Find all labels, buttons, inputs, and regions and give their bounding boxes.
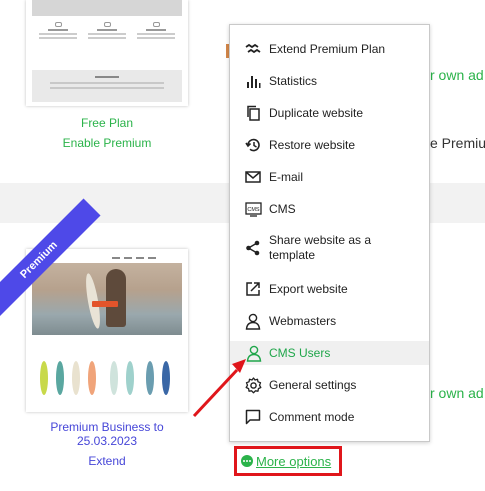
menu-item-label: General settings (269, 377, 357, 392)
envelope-icon (244, 168, 262, 186)
menu-item-general-settings[interactable]: General settings (230, 375, 429, 395)
dots-icon (241, 455, 253, 467)
menu-item-comment-mode[interactable]: Comment mode (230, 407, 429, 427)
thumbnail-header-image (32, 0, 182, 16)
menu-item-cms[interactable]: CMS CMS (230, 199, 429, 219)
menu-item-email[interactable]: E-mail (230, 167, 429, 187)
users-icon (244, 344, 262, 362)
menu-item-share-website-as-template[interactable]: Share website as a template (230, 231, 429, 265)
menu-item-restore-website[interactable]: Restore website (230, 135, 429, 155)
bg-text: r own ad (430, 67, 484, 83)
menu-item-label: Extend Premium Plan (269, 41, 386, 56)
menu-item-label: Statistics (269, 73, 318, 88)
plan-name: Free Plan (80, 116, 134, 130)
menu-item-duplicate-website[interactable]: Duplicate website (230, 103, 429, 123)
menu-item-label: Export website (269, 281, 348, 296)
menu-item-label: CMS (269, 201, 296, 216)
user-icon (244, 312, 262, 330)
menu-item-label: Duplicate website (269, 105, 364, 120)
more-options-label: More options (256, 453, 332, 469)
menu-item-label: Restore website (269, 137, 356, 152)
menu-item-label: CMS Users (269, 345, 331, 360)
thumbnail-products (38, 361, 178, 397)
menu-item-label: E-mail (269, 169, 304, 184)
website-thumbnail-premium[interactable] (26, 249, 188, 412)
bar-chart-icon (244, 72, 262, 90)
svg-text:CMS: CMS (247, 207, 260, 213)
copy-icon (244, 104, 262, 122)
menu-item-statistics[interactable]: Statistics (230, 71, 429, 91)
menu-item-export-website[interactable]: Export website (230, 279, 429, 299)
comment-icon (244, 408, 262, 426)
enable-premium-link[interactable]: Enable Premium (62, 136, 152, 150)
thumbnail-hero-image (32, 253, 182, 335)
bg-text: r own ad (430, 385, 484, 401)
menu-item-label: Webmasters (269, 313, 337, 328)
share-icon (244, 239, 262, 257)
history-icon (244, 136, 262, 154)
menu-item-label: Share website as a template (269, 233, 372, 262)
more-options-menu: Extend Premium Plan Statistics Duplicate… (229, 24, 430, 442)
menu-item-webmasters[interactable]: Webmasters (230, 311, 429, 331)
menu-item-label: Comment mode (269, 409, 355, 424)
gear-icon (244, 376, 262, 394)
cms-icon: CMS (244, 200, 262, 218)
website-thumbnail-free[interactable] (26, 0, 188, 106)
more-options-button[interactable]: More options (234, 446, 342, 476)
bg-text: e Premiu (430, 135, 485, 151)
plan-name: Premium Business to 25.03.2023 (50, 420, 164, 448)
menu-item-extend-premium-plan[interactable]: Extend Premium Plan (230, 39, 429, 59)
extend-icon (244, 40, 262, 58)
extend-link[interactable]: Extend (88, 454, 126, 468)
menu-item-cms-users[interactable]: CMS Users (230, 341, 429, 365)
export-icon (244, 280, 262, 298)
